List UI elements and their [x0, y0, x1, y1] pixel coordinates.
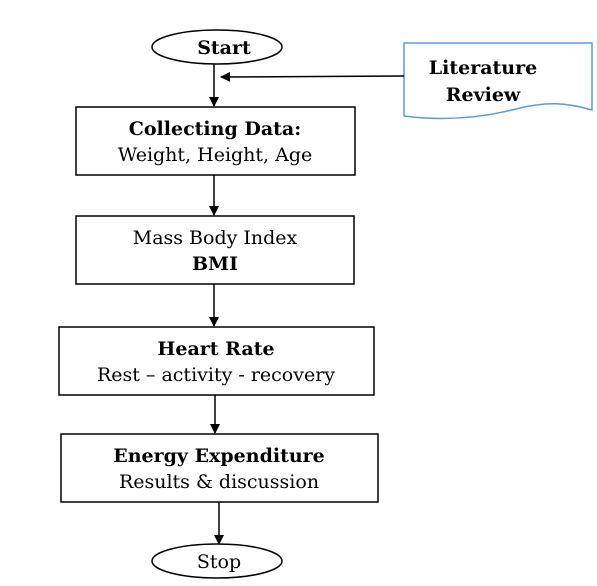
step-collecting-data: Collecting Data: Weight, Height, Age — [75, 106, 356, 176]
document-label-line1: Literature — [429, 57, 537, 79]
step2-title: Mass Body Index — [133, 227, 298, 249]
step1-subtitle: Weight, Height, Age — [118, 144, 313, 166]
step2-subtitle: BMI — [192, 253, 238, 275]
start-label: Start — [197, 37, 251, 59]
stop-terminal: Stop — [151, 543, 283, 579]
step-heart-rate: Heart Rate Rest – activity - recovery — [58, 326, 375, 396]
start-terminal: Start — [151, 29, 283, 65]
step1-title: Collecting Data: — [129, 118, 301, 140]
literature-review-document: Literature Review — [403, 42, 593, 120]
step-energy-expenditure: Energy Expenditure Results & discussion — [60, 433, 379, 503]
step4-subtitle: Results & discussion — [119, 471, 319, 493]
arrow-literature-to-flow — [220, 71, 405, 82]
step3-subtitle: Rest – activity - recovery — [97, 364, 335, 386]
step-bmi: Mass Body Index BMI — [75, 215, 355, 285]
step3-title: Heart Rate — [157, 338, 274, 360]
step4-title: Energy Expenditure — [113, 445, 325, 467]
stop-label: Stop — [197, 551, 241, 573]
document-label-line2: Review — [446, 84, 521, 106]
